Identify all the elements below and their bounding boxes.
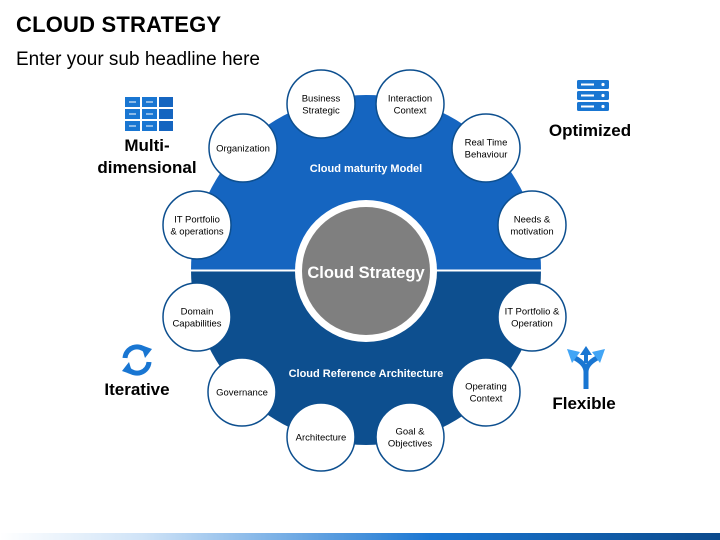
node-label: motivation [510, 227, 553, 238]
server-icon [577, 80, 609, 111]
node-group: BusinessStrategicInteractionContextReal … [162, 69, 567, 472]
node-label: Architecture [296, 433, 347, 444]
node-label: Governance [216, 388, 268, 399]
node-goal-objectives: Goal &Objectives [375, 402, 445, 472]
multidimensional-line2: dimensional [97, 158, 197, 177]
node-circle [451, 357, 521, 427]
node-label: IT Portfolio [174, 215, 220, 226]
top-ring-label: Cloud maturity Model [310, 163, 422, 175]
split-arrows-icon [567, 346, 605, 389]
node-circle [207, 357, 277, 427]
iterative-label: Iterative [104, 380, 170, 399]
page-title: CLOUD STRATEGY [16, 12, 222, 37]
node-circle [451, 113, 521, 183]
node-label: Organization [216, 144, 270, 155]
node-circle [208, 113, 278, 183]
node-circle [375, 402, 445, 472]
center-circle [302, 207, 430, 335]
refresh-icon [122, 344, 152, 376]
page-subtitle: Enter your sub headline here [16, 49, 260, 70]
node-circle [162, 190, 232, 260]
node-circle [286, 69, 356, 139]
multidimensional-line1: Multi- [124, 136, 170, 155]
node-label: Business [302, 94, 341, 105]
node-label: Goal & [395, 427, 425, 438]
node-it-portfolio-operation: IT Portfolio &Operation [497, 282, 567, 352]
node-label: Strategic [302, 106, 340, 117]
node-label: & operations [170, 227, 224, 238]
node-label: Behaviour [465, 150, 508, 161]
node-organization: Organization [208, 113, 278, 183]
node-governance: Governance [207, 357, 277, 427]
optimized-label: Optimized [548, 121, 632, 140]
flexible-label: Flexible [552, 394, 616, 413]
node-circle [162, 282, 232, 352]
node-label: IT Portfolio & [505, 307, 560, 318]
node-label: Interaction [388, 94, 432, 105]
node-label: Needs & [514, 215, 551, 226]
node-architecture: Architecture [286, 402, 356, 472]
node-label: Operating [465, 382, 507, 393]
node-label: Context [470, 394, 503, 405]
node-circle [497, 190, 567, 260]
multidimensional-label: Multi- dimensional [88, 135, 206, 179]
node-circle [375, 69, 445, 139]
bottom-ring-label: Cloud Reference Architecture [289, 368, 444, 380]
node-label: Real Time [465, 138, 508, 149]
node-label: Capabilities [172, 319, 221, 330]
center-label: Cloud Strategy [307, 264, 425, 282]
node-circle [497, 282, 567, 352]
node-label: Context [394, 106, 427, 117]
node-label: Domain [181, 307, 214, 318]
node-it-portfolio-operations: IT Portfolio& operations [162, 190, 232, 260]
node-circle [286, 402, 356, 472]
node-needs-motivation: Needs &motivation [497, 190, 567, 260]
boxes-icon [125, 97, 173, 131]
node-label: Operation [511, 319, 553, 330]
footer-accent-bar [0, 533, 720, 540]
node-label: Objectives [388, 439, 433, 450]
